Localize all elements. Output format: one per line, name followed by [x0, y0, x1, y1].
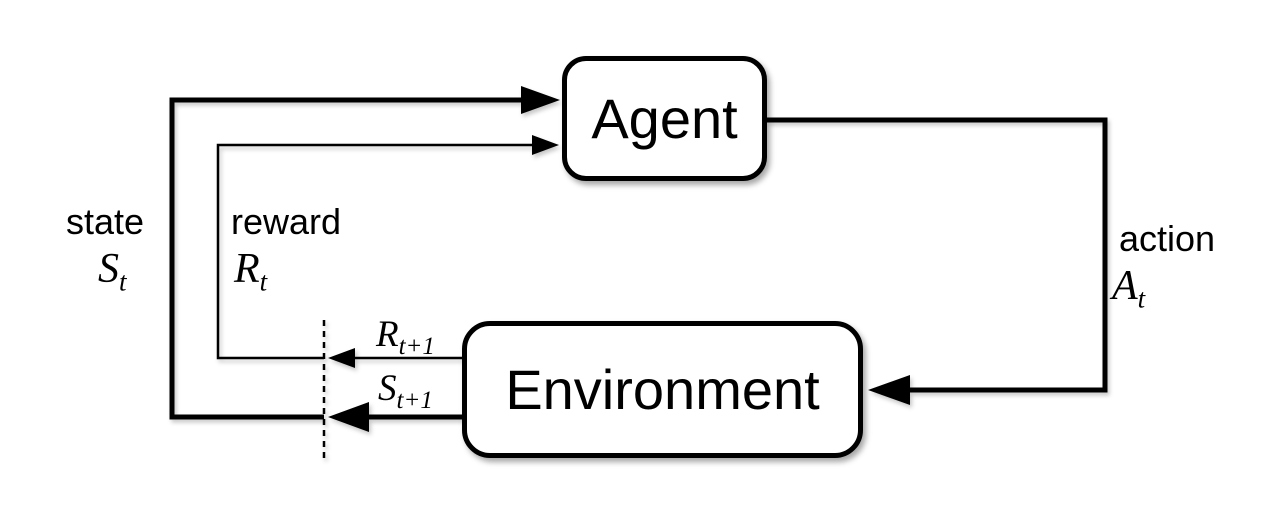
action-word-label: action: [1119, 218, 1216, 259]
action-arrowhead: [868, 375, 910, 405]
state-arrowhead: [521, 86, 560, 114]
state-word-label: state: [66, 201, 145, 242]
next-reward-symbol-subscript: t+1: [398, 333, 435, 360]
state-symbol: St: [98, 248, 127, 296]
action-symbol-subscript: t: [1137, 283, 1146, 314]
next-state-symbol-subscript: t+1: [396, 387, 433, 414]
action-symbol: At: [1112, 265, 1145, 313]
action-symbol-main: A: [1112, 263, 1138, 309]
action-wire: [767, 117, 1108, 393]
next-state-arrowhead: [328, 402, 369, 432]
next-reward-symbol: Rt+1: [376, 316, 435, 359]
environment-label: Environment: [505, 358, 820, 421]
agent-box: Agent: [562, 56, 767, 181]
state-symbol-main: S: [98, 246, 119, 292]
reward-wire: [216, 143, 535, 360]
state-symbol-subscript: t: [119, 266, 127, 297]
reward-symbol-subscript: t: [259, 266, 268, 297]
agent-label: Agent: [591, 87, 738, 150]
next-state-symbol: St+1: [378, 370, 433, 413]
reward-symbol: Rt: [234, 248, 267, 296]
next-state-symbol-main: S: [378, 368, 397, 409]
reward-arrowhead: [532, 135, 559, 155]
reward-symbol-main: R: [234, 246, 260, 292]
next-reward-arrowhead: [328, 348, 355, 368]
environment-box: Environment: [462, 321, 863, 458]
reward-word-label: reward: [231, 201, 342, 242]
state-wire: [169, 97, 524, 420]
next-reward-symbol-main: R: [376, 314, 399, 355]
